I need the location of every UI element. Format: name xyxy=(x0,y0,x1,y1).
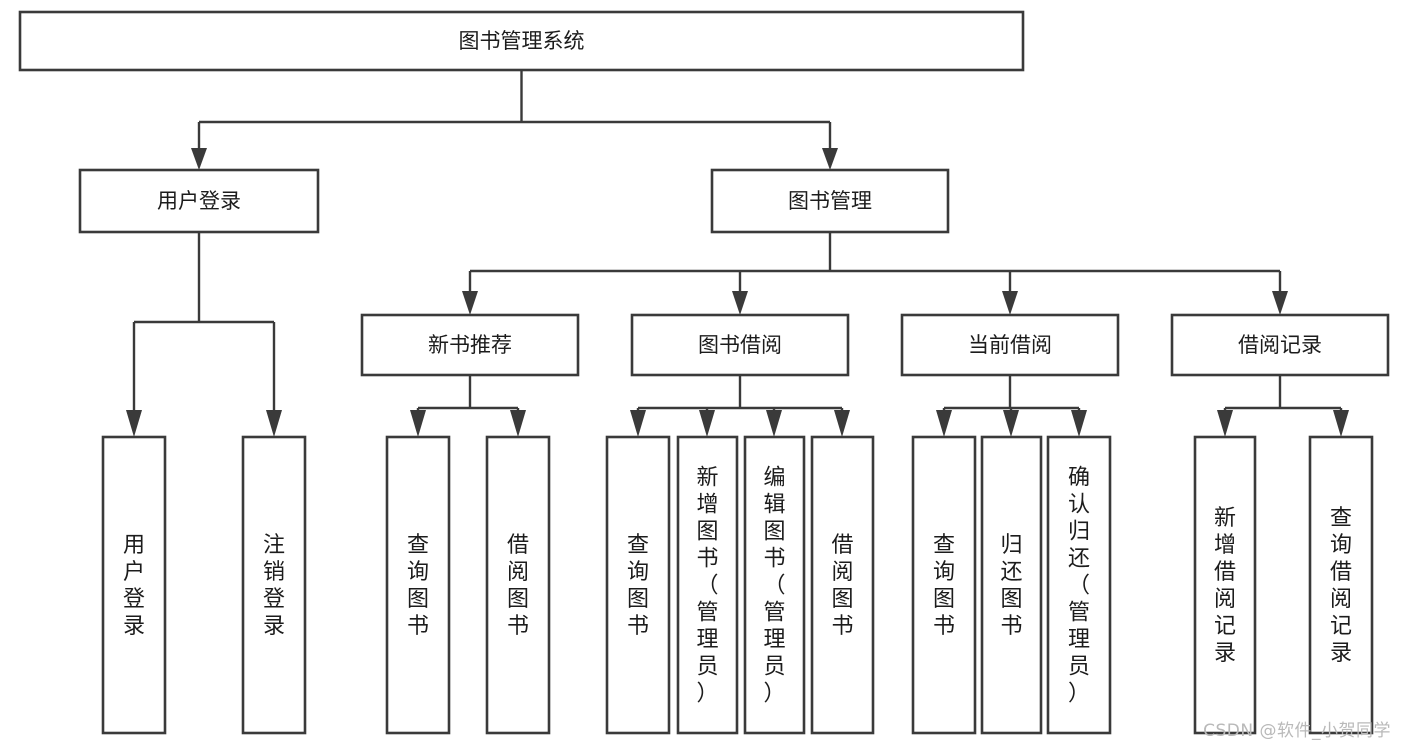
node-leaf-6[interactable]: 编辑图书（管理员） xyxy=(743,435,806,735)
arrow-head-leaf-logout xyxy=(266,410,282,437)
arrow-head-leaf-borrow-book-2 xyxy=(834,410,850,437)
node-box xyxy=(485,435,551,735)
node-leaf-9[interactable]: 归还图书 xyxy=(980,435,1043,735)
arrow-head-leaf-add-book xyxy=(699,410,715,437)
arrow-head-user-login xyxy=(191,148,207,170)
node-box xyxy=(980,435,1043,735)
arrow-head-leaf-query-book-3 xyxy=(936,410,952,437)
arrow-head-current-borrow xyxy=(1002,291,1018,315)
node-box xyxy=(1170,313,1390,377)
arrow-head-leaf-query-book-2 xyxy=(630,410,646,437)
node-label: 借阅图书 xyxy=(507,533,529,639)
node-box xyxy=(1308,435,1374,735)
node-box xyxy=(743,435,806,735)
node-label: 借阅记录 xyxy=(1238,333,1322,357)
node-leaf-5[interactable]: 新增图书（管理员） xyxy=(676,435,739,735)
node-label: 新增借阅记录 xyxy=(1214,506,1236,666)
node-label: 查询图书 xyxy=(627,533,649,639)
node-label: 当前借阅 xyxy=(968,333,1052,357)
arrow-head-leaf-edit-book xyxy=(766,410,782,437)
node-box xyxy=(1193,435,1257,735)
node-leaf-11[interactable]: 新增借阅记录 xyxy=(1193,435,1257,735)
node-layer: 图书管理系统用户登录图书管理新书推荐图书借阅当前借阅借阅记录用户登录注销登录查询… xyxy=(18,10,1390,735)
node-leaf-1[interactable]: 注销登录 xyxy=(241,435,307,735)
node-box xyxy=(676,435,739,735)
node-label: 图书管理 xyxy=(788,189,872,213)
node-leaf-3[interactable]: 借阅图书 xyxy=(485,435,551,735)
node-root-0[interactable]: 图书管理系统 xyxy=(18,10,1025,72)
node-level3-1[interactable]: 图书借阅 xyxy=(630,313,850,377)
node-box xyxy=(385,435,451,735)
node-level3-2[interactable]: 当前借阅 xyxy=(900,313,1120,377)
node-label: 查询图书 xyxy=(407,533,429,639)
node-label: 用户登录 xyxy=(123,533,145,639)
node-level2-0[interactable]: 用户登录 xyxy=(78,168,320,234)
node-label: 归还图书 xyxy=(1000,533,1022,639)
node-label: 编辑图书（管理员） xyxy=(763,466,785,707)
arrow-head-borrow-record xyxy=(1272,291,1288,315)
node-leaf-2[interactable]: 查询图书 xyxy=(385,435,451,735)
node-box xyxy=(18,10,1025,72)
node-label: 借阅图书 xyxy=(831,533,853,639)
node-label: 查询图书 xyxy=(933,533,955,639)
arrow-head-leaf-confirm-return xyxy=(1071,410,1087,437)
node-leaf-7[interactable]: 借阅图书 xyxy=(810,435,875,735)
node-label: 注销登录 xyxy=(263,533,285,639)
arrow-head-leaf-query-record xyxy=(1333,410,1349,437)
node-label: 用户登录 xyxy=(157,189,241,213)
node-level2-1[interactable]: 图书管理 xyxy=(710,168,950,234)
node-box xyxy=(360,313,580,377)
node-box xyxy=(605,435,671,735)
node-label: 图书借阅 xyxy=(698,333,782,357)
node-leaf-0[interactable]: 用户登录 xyxy=(101,435,167,735)
node-label: 图书管理系统 xyxy=(459,29,585,53)
node-label: 确认归还（管理员） xyxy=(1068,466,1090,707)
arrow-head-leaf-add-record xyxy=(1217,410,1233,437)
node-leaf-4[interactable]: 查询图书 xyxy=(605,435,671,735)
arrow-head-leaf-return-book xyxy=(1003,410,1019,437)
node-leaf-12[interactable]: 查询借阅记录 xyxy=(1308,435,1374,735)
arrow-head-book-borrow xyxy=(732,291,748,315)
node-label: 查询借阅记录 xyxy=(1330,506,1352,666)
node-box xyxy=(810,435,875,735)
node-level3-3[interactable]: 借阅记录 xyxy=(1170,313,1390,377)
node-box xyxy=(1046,435,1112,735)
node-box xyxy=(911,435,977,735)
node-leaf-8[interactable]: 查询图书 xyxy=(911,435,977,735)
arrow-head-new-book xyxy=(462,291,478,315)
node-box xyxy=(78,168,320,234)
node-leaf-10[interactable]: 确认归还（管理员） xyxy=(1046,435,1112,735)
node-box xyxy=(241,435,307,735)
arrow-head-leaf-user-login xyxy=(126,410,142,437)
node-box xyxy=(710,168,950,234)
arrow-head-leaf-borrow-book-1 xyxy=(510,410,526,437)
node-label: 新增图书（管理员） xyxy=(696,466,718,707)
node-box xyxy=(900,313,1120,377)
node-box xyxy=(101,435,167,735)
arrow-head-book-manage xyxy=(822,148,838,170)
node-level3-0[interactable]: 新书推荐 xyxy=(360,313,580,377)
arrow-head-leaf-query-book-1 xyxy=(410,410,426,437)
node-label: 新书推荐 xyxy=(428,333,512,357)
node-box xyxy=(630,313,850,377)
connector-layer xyxy=(126,70,1349,437)
